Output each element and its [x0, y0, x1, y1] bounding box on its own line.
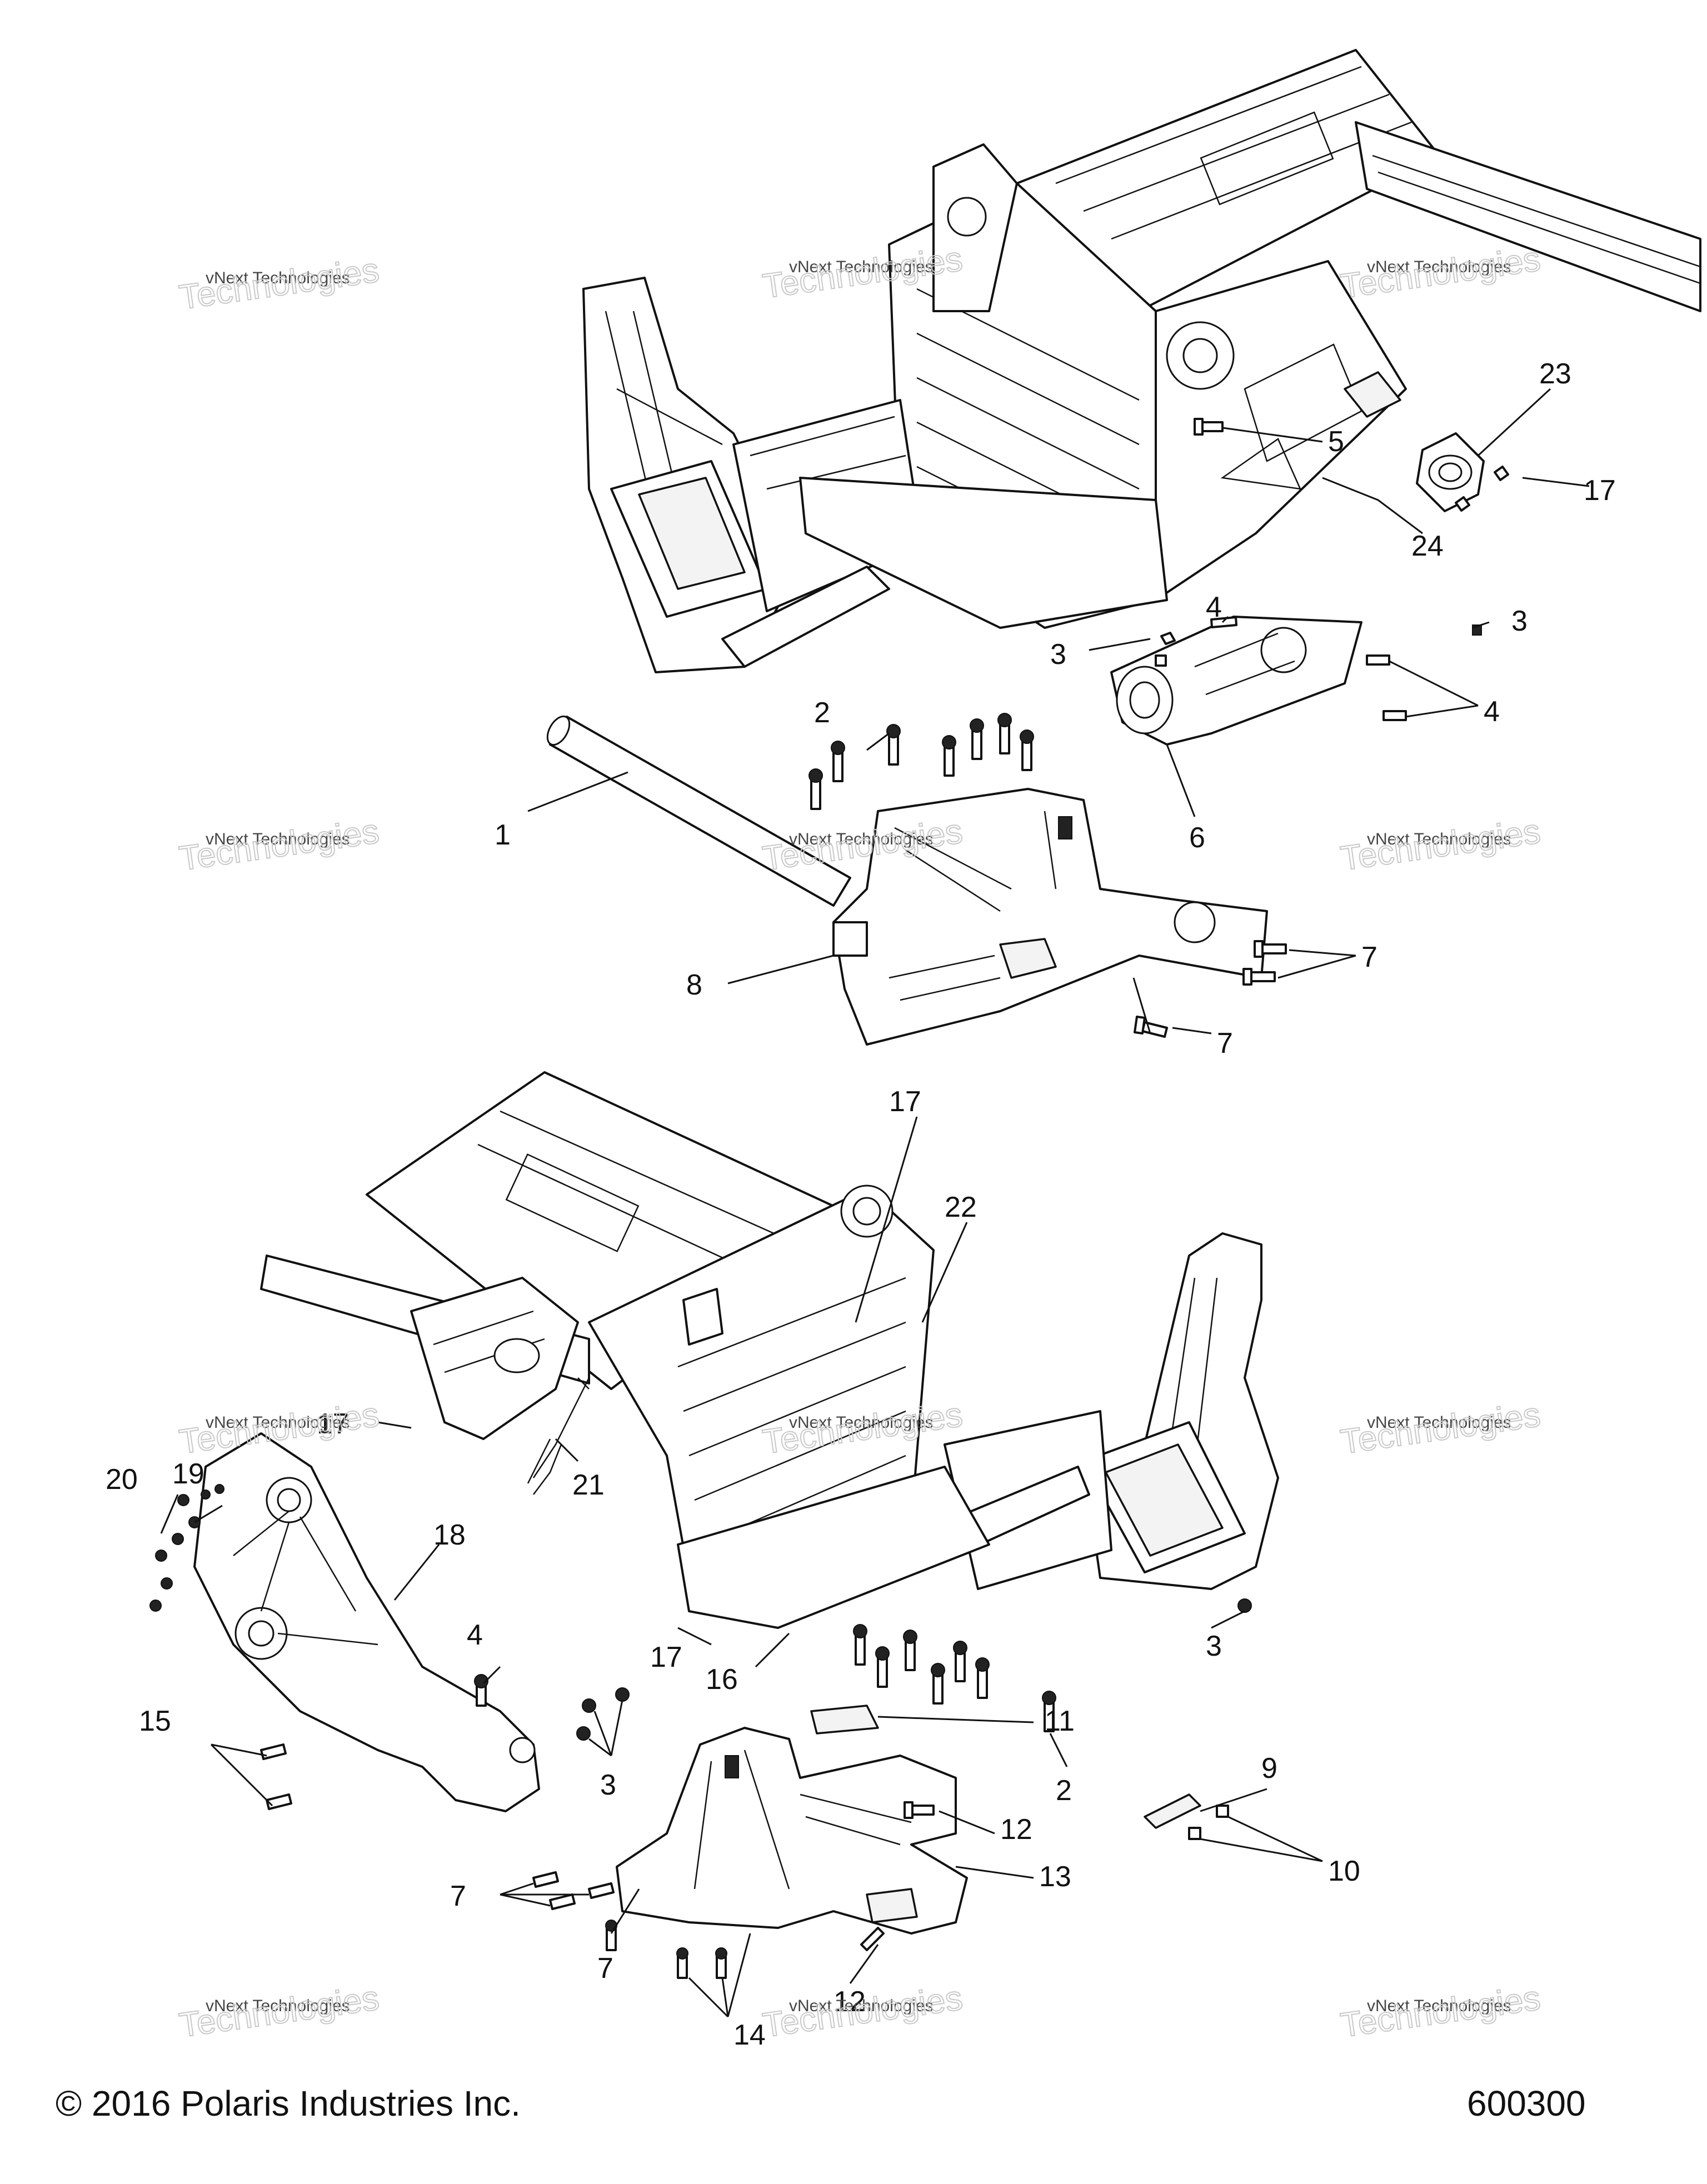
part-11-plate: [810, 1705, 879, 1735]
watermark-text: vNext Technologies: [206, 830, 350, 848]
callout-4-right: 4: [1484, 696, 1500, 728]
callout-24: 24: [1411, 530, 1444, 562]
watermark-text: vNext Technologies: [789, 830, 934, 848]
callout-13: 13: [1039, 1861, 1071, 1893]
watermark-text: vNext Technologies: [206, 1997, 350, 2015]
bolts-14: [676, 1947, 727, 1979]
watermark-text: vNext Technologies: [206, 269, 350, 287]
part-18-chaincase: [193, 1432, 540, 1812]
callout-5: 5: [1328, 426, 1344, 458]
watermark-text: Technologies: [177, 1979, 381, 2045]
watermark-text: Technologies: [1338, 240, 1543, 306]
callout-labels: 23 17 5 24 4 3 3 4 6 2 1 8 7 7 17 22 17 …: [106, 358, 1616, 2051]
bolts-7-upper: [1134, 940, 1287, 1038]
part-13-bulkhead: [616, 1727, 968, 1935]
callout-14: 14: [733, 2019, 766, 2051]
bolts-2-upper: [808, 713, 1034, 810]
callout-1: 1: [495, 819, 511, 851]
watermark-text: Technologies: [177, 812, 381, 878]
watermark-text: vNext Technologies: [789, 1997, 934, 2015]
bolts-15: [260, 1743, 292, 1810]
watermark-text: vNext Technologies: [1367, 258, 1511, 276]
callout-3-lower-right: 3: [1206, 1630, 1222, 1662]
callout-2-lower: 2: [1056, 1775, 1072, 1807]
callout-23: 23: [1539, 358, 1571, 390]
part-21-clip: [527, 1377, 590, 1495]
watermark-text: vNext Technologies: [789, 258, 934, 276]
bolt-5: [1194, 418, 1224, 436]
callout-8: 8: [686, 969, 702, 1001]
watermark-text: Technologies: [1338, 1979, 1543, 2045]
callout-18: 18: [433, 1519, 466, 1551]
watermark-text: vNext Technologies: [1367, 1413, 1511, 1432]
watermark-text: Technologies: [1338, 1396, 1543, 1462]
part-6-bracket: [1110, 616, 1362, 746]
watermark-text: vNext Technologies: [789, 1413, 934, 1432]
part-23-plate: [1416, 432, 1485, 512]
watermark-text: vNext Technologies: [1367, 830, 1511, 848]
callout-3-top-left: 3: [1050, 638, 1066, 671]
callout-2-top: 2: [814, 697, 830, 729]
callout-7-lower: 7: [597, 1952, 613, 1985]
watermark-text: Technologies: [1338, 812, 1543, 878]
callout-20: 20: [106, 1463, 138, 1496]
callout-11: 11: [1045, 1705, 1075, 1737]
part-24-bracket: [1344, 371, 1401, 418]
part-9-link: [1144, 1793, 1201, 1829]
callout-21: 21: [572, 1469, 605, 1501]
callout-3-lower: 3: [600, 1769, 616, 1801]
callout-9: 9: [1261, 1752, 1277, 1785]
part-8-bulkhead: [832, 788, 1268, 1046]
callout-10: 10: [1328, 1855, 1360, 1887]
callout-7-lower-left: 7: [450, 1880, 466, 1912]
callout-17-left: 17: [317, 1408, 349, 1440]
callout-17-top: 17: [1584, 474, 1616, 507]
callout-16: 16: [706, 1663, 738, 1696]
lower-frame-assembly: [260, 1071, 1279, 1629]
callout-17-mid: 17: [889, 1086, 921, 1118]
watermark-text: Technologies: [177, 251, 381, 317]
bolts-10: [1188, 1805, 1229, 1840]
watermark-text: vNext Technologies: [1367, 1997, 1511, 2015]
bolts-7-lower: [532, 1871, 617, 1951]
callout-12-lower: 12: [833, 1986, 866, 2018]
callout-3-top-right: 3: [1511, 605, 1528, 637]
bolt-4-lower: [474, 1674, 488, 1707]
callout-6: 6: [1189, 822, 1205, 854]
figure-number: 600300: [1467, 2083, 1586, 2123]
leader-lines: [160, 388, 1590, 2018]
callout-7-top-right: 7: [1361, 941, 1377, 973]
watermark-text: vNext Technologies: [206, 1413, 350, 1432]
copyright-text: © 2016 Polaris Industries Inc.: [56, 2083, 521, 2123]
callout-4-top: 4: [1206, 591, 1222, 623]
callout-4-lower: 4: [467, 1619, 483, 1651]
nuts-19-20: [149, 1484, 224, 1612]
bolts-2-lower: [853, 1624, 1056, 1732]
callout-7-top: 7: [1217, 1027, 1233, 1059]
callout-15: 15: [139, 1705, 171, 1737]
callout-19: 19: [172, 1458, 204, 1490]
upper-frame-assembly: [582, 49, 1701, 673]
nuts-3-lower: [576, 1598, 1252, 1741]
bolts-17-upper: [1455, 466, 1509, 512]
callout-22: 22: [945, 1191, 977, 1223]
part-1-tube: [546, 715, 851, 907]
bolts-12: [860, 1801, 935, 1951]
callout-12-mid: 12: [1000, 1813, 1032, 1846]
callout-17-lower: 17: [650, 1641, 682, 1673]
